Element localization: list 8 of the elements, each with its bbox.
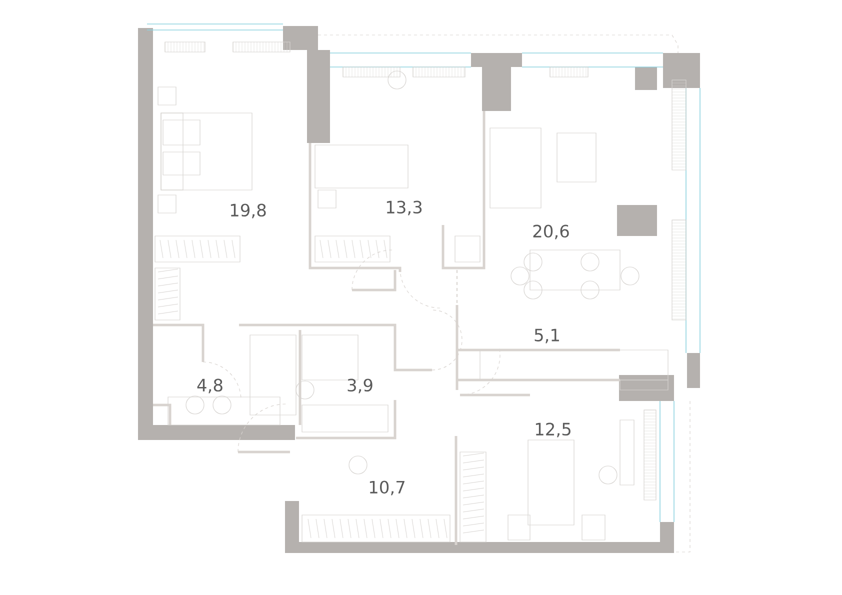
area-label: 4,8 bbox=[197, 378, 222, 394]
area-label: 13,3 bbox=[386, 200, 422, 216]
area-label: 10,7 bbox=[370, 480, 404, 496]
area-label: 19,8 bbox=[230, 204, 266, 218]
area-label: 3,9 bbox=[348, 378, 372, 394]
area-label: 5,1 bbox=[534, 328, 559, 344]
area-label: 12,5 bbox=[536, 422, 570, 438]
area-label: 20,6 bbox=[533, 224, 569, 240]
